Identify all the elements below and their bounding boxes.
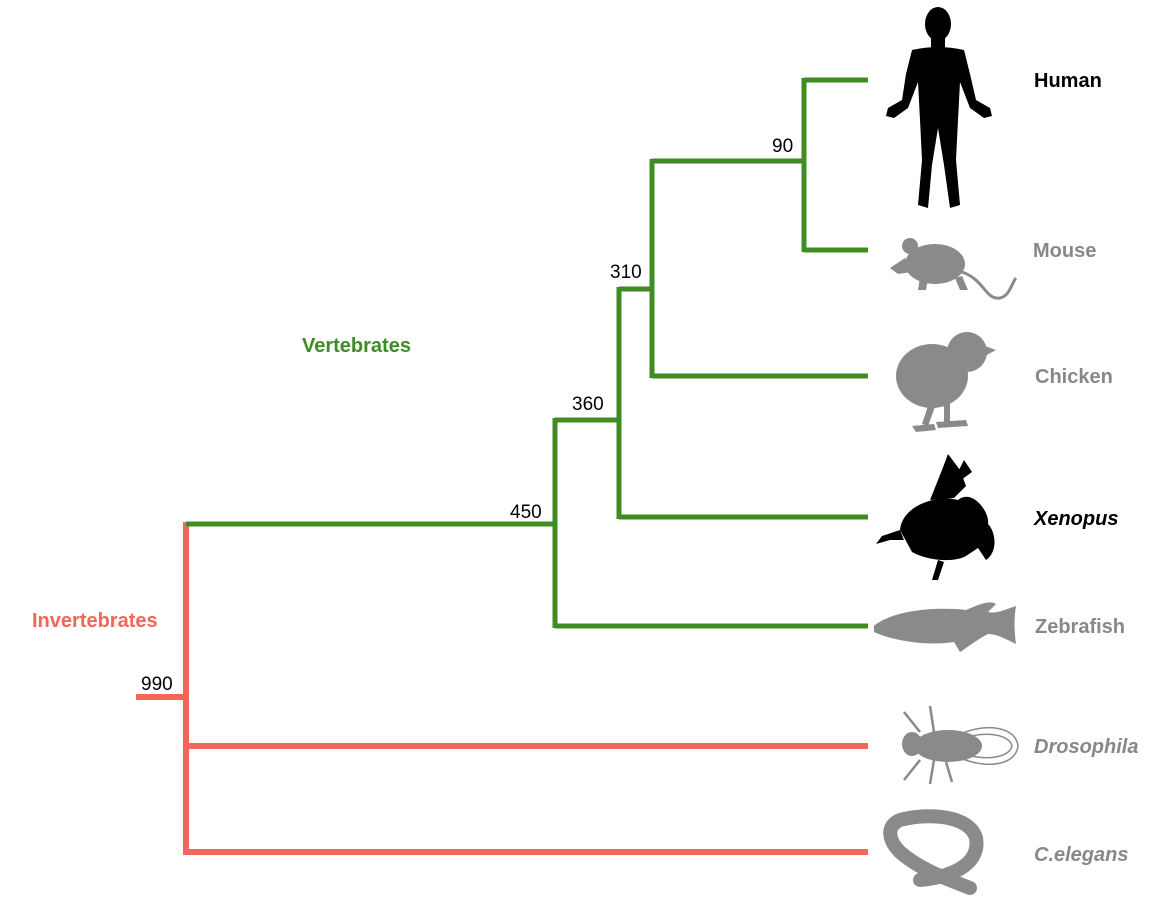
node-label-tetrapods: 360 bbox=[572, 394, 604, 415]
group-label-invertebrates: Invertebrates bbox=[32, 610, 158, 632]
species-label-celegans: C.elegans bbox=[1034, 844, 1128, 866]
node-label-mammals: 90 bbox=[772, 136, 793, 157]
frog-silhouette-icon bbox=[876, 454, 995, 580]
node-label-amniotes: 310 bbox=[610, 262, 642, 283]
species-label-mouse: Mouse bbox=[1033, 240, 1096, 262]
species-label-drosophila: Drosophila bbox=[1034, 736, 1138, 758]
node-labels: 990 450 360 310 90 bbox=[141, 136, 793, 695]
node-label-root: 990 bbox=[141, 674, 173, 695]
fish-silhouette-icon bbox=[874, 602, 1016, 652]
species-labels: Human Mouse Chicken Xenopus Zebrafish Dr… bbox=[1033, 70, 1138, 866]
chick-silhouette-icon bbox=[896, 332, 996, 432]
node-label-vertebrates: 450 bbox=[510, 502, 542, 523]
group-label-vertebrates: Vertebrates bbox=[302, 335, 411, 357]
fly-silhouette-icon bbox=[902, 705, 1019, 785]
vertebrate-branches bbox=[186, 77, 868, 629]
mouse-silhouette-icon bbox=[890, 238, 1018, 300]
invertebrate-branches bbox=[136, 522, 868, 855]
species-label-chicken: Chicken bbox=[1035, 366, 1113, 388]
species-label-xenopus: Xenopus bbox=[1033, 508, 1118, 530]
worm-silhouette-icon bbox=[883, 809, 984, 895]
species-label-human: Human bbox=[1034, 70, 1102, 92]
human-silhouette-icon bbox=[886, 7, 992, 208]
species-label-zebrafish: Zebrafish bbox=[1035, 616, 1125, 638]
